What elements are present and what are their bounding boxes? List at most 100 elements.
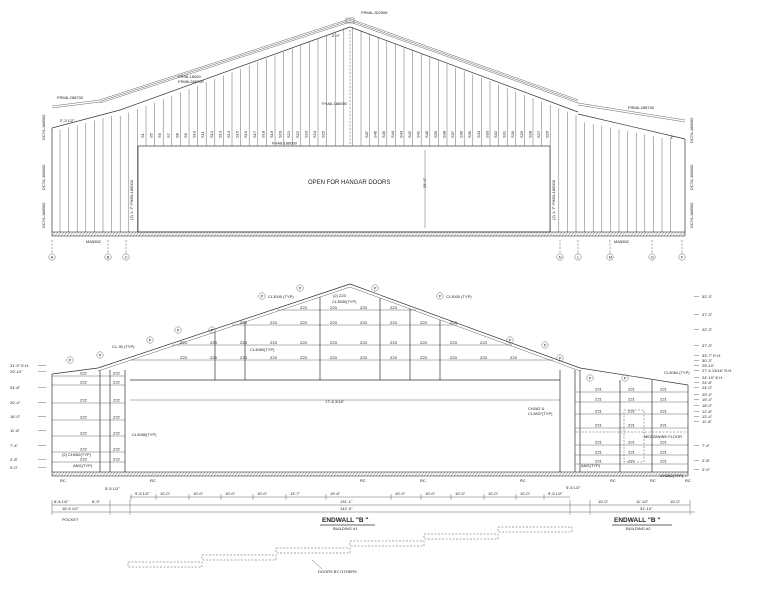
foundation-hatch (195, 471, 200, 477)
foundation-hatch (384, 231, 389, 237)
dimension-label: 10'-0" (488, 491, 499, 496)
girt-label: Z23 (420, 355, 428, 360)
opening-label: OPEN FOR HANGAR DOORS (308, 180, 390, 186)
foundation-hatch (66, 471, 71, 477)
foundation-hatch (276, 231, 281, 237)
foundation-hatch (447, 471, 452, 477)
foundation-hatch (336, 471, 341, 477)
foundation-hatch (492, 471, 497, 477)
panel-label: S18 (260, 130, 265, 138)
foundation-hatch (417, 231, 422, 237)
left-column-label-2: DC7A-188000 (41, 164, 46, 190)
panel-label: S6 (157, 132, 162, 138)
foundation-hatch (567, 471, 572, 477)
foundation-hatch (201, 231, 206, 237)
girt-label: Z22 (80, 371, 88, 376)
foundation-hatch (351, 231, 356, 237)
foundation-hatch (303, 231, 308, 237)
left-dim: 2'-3 1/2" (60, 118, 75, 123)
door-panel (201, 554, 277, 561)
foundation-hatch (372, 471, 377, 477)
girt-label: Z21 (628, 397, 636, 402)
foundation-hatch (660, 471, 665, 477)
foundation-hatch (624, 471, 629, 477)
foundation-hatch (456, 231, 461, 237)
foundation-hatch (540, 231, 545, 237)
dimension-label: 10'-0" (395, 491, 406, 496)
left-roof-label-1: FRS6-18000 (178, 74, 201, 79)
foundation-hatch (411, 231, 416, 237)
foundation-hatch (528, 471, 533, 477)
foundation-hatch (147, 231, 152, 237)
foundation-hatch (381, 231, 386, 237)
right-note-3: CL3084 (TYP) (664, 370, 690, 375)
foundation-hatch (234, 471, 239, 477)
foundation-hatch (327, 471, 332, 477)
ridge-cap (345, 17, 355, 24)
foundation-hatch (222, 471, 227, 477)
foundation-hatch (663, 231, 668, 237)
foundation-hatch (291, 231, 296, 237)
foundation-hatch (168, 231, 173, 237)
foundation-hatch (510, 231, 515, 237)
dimension-label: 8'-9" (92, 499, 101, 504)
foundation-hatch (534, 231, 539, 237)
doors-by-others (127, 526, 573, 570)
right-note-2: CL3837(TYP) (528, 411, 553, 416)
grid-bubble-label: L (577, 254, 580, 259)
dimension-label: 10'-0" (598, 499, 609, 504)
grid-bubble (122, 253, 130, 261)
foundation-hatch (360, 231, 365, 237)
base-note: RC (150, 478, 156, 483)
foundation-hatch (96, 231, 101, 237)
foundation-hatch (558, 231, 563, 237)
panel-label: S26 (545, 130, 550, 138)
foundation-hatch (123, 231, 128, 237)
left-note-2: CL3085(TYP) (132, 432, 157, 437)
girt-label: Z23 (390, 340, 398, 345)
foundation-hatch (117, 231, 122, 237)
foundation-hatch (387, 231, 392, 237)
girt-label: Z23 (330, 320, 338, 325)
left-note-3: ANG(TYP) (73, 463, 93, 468)
elevation-label: 52'-3" (702, 294, 713, 299)
grid-bubble-label: P (211, 327, 214, 332)
foundation-hatch (675, 231, 680, 237)
foundation-hatch (348, 231, 353, 237)
foundation-hatch (81, 471, 86, 477)
foundation-hatch (357, 471, 362, 477)
foundation-hatch (213, 231, 218, 237)
dimension-label: 131'-1" (340, 499, 353, 504)
foundation-hatch (567, 231, 572, 237)
girt-label: Z23 (390, 305, 398, 310)
grid-bubble-label: P (69, 357, 72, 362)
foundation-hatch (477, 231, 482, 237)
girt-label: Z21 (628, 387, 636, 392)
elevation-label: 37'-3" (702, 343, 713, 348)
panel-label: S36 (459, 130, 464, 138)
girt-label: Z21 (660, 387, 668, 392)
foundation-hatch (192, 471, 197, 477)
panel-label: S45 (381, 130, 386, 138)
grid-bubble (371, 284, 379, 292)
foundation-hatch (573, 471, 578, 477)
foundation-hatch (147, 471, 152, 477)
panel-label: S31 (502, 130, 507, 138)
foundation-hatch (657, 231, 662, 237)
elevation-label: 7'-4" (702, 443, 711, 448)
line (51, 367, 99, 375)
foundation-hatch (78, 471, 83, 477)
center-label: FHA6-186000 (322, 101, 348, 106)
grid-bubble (174, 326, 182, 334)
girt-label: Z23 (300, 355, 308, 360)
foundation-hatch (189, 231, 194, 237)
foundation-hatch (63, 471, 68, 477)
foundation-hatch (600, 231, 605, 237)
right-column-label-1: DC7A-188000 (689, 117, 694, 143)
foundation-hatch (582, 471, 587, 477)
foundation-hatch (465, 231, 470, 237)
foundation-hatch (216, 471, 221, 477)
foundation-hatch (84, 231, 89, 237)
foundation-hatch (219, 471, 224, 477)
dimension-label: 10'-0" (160, 491, 171, 496)
